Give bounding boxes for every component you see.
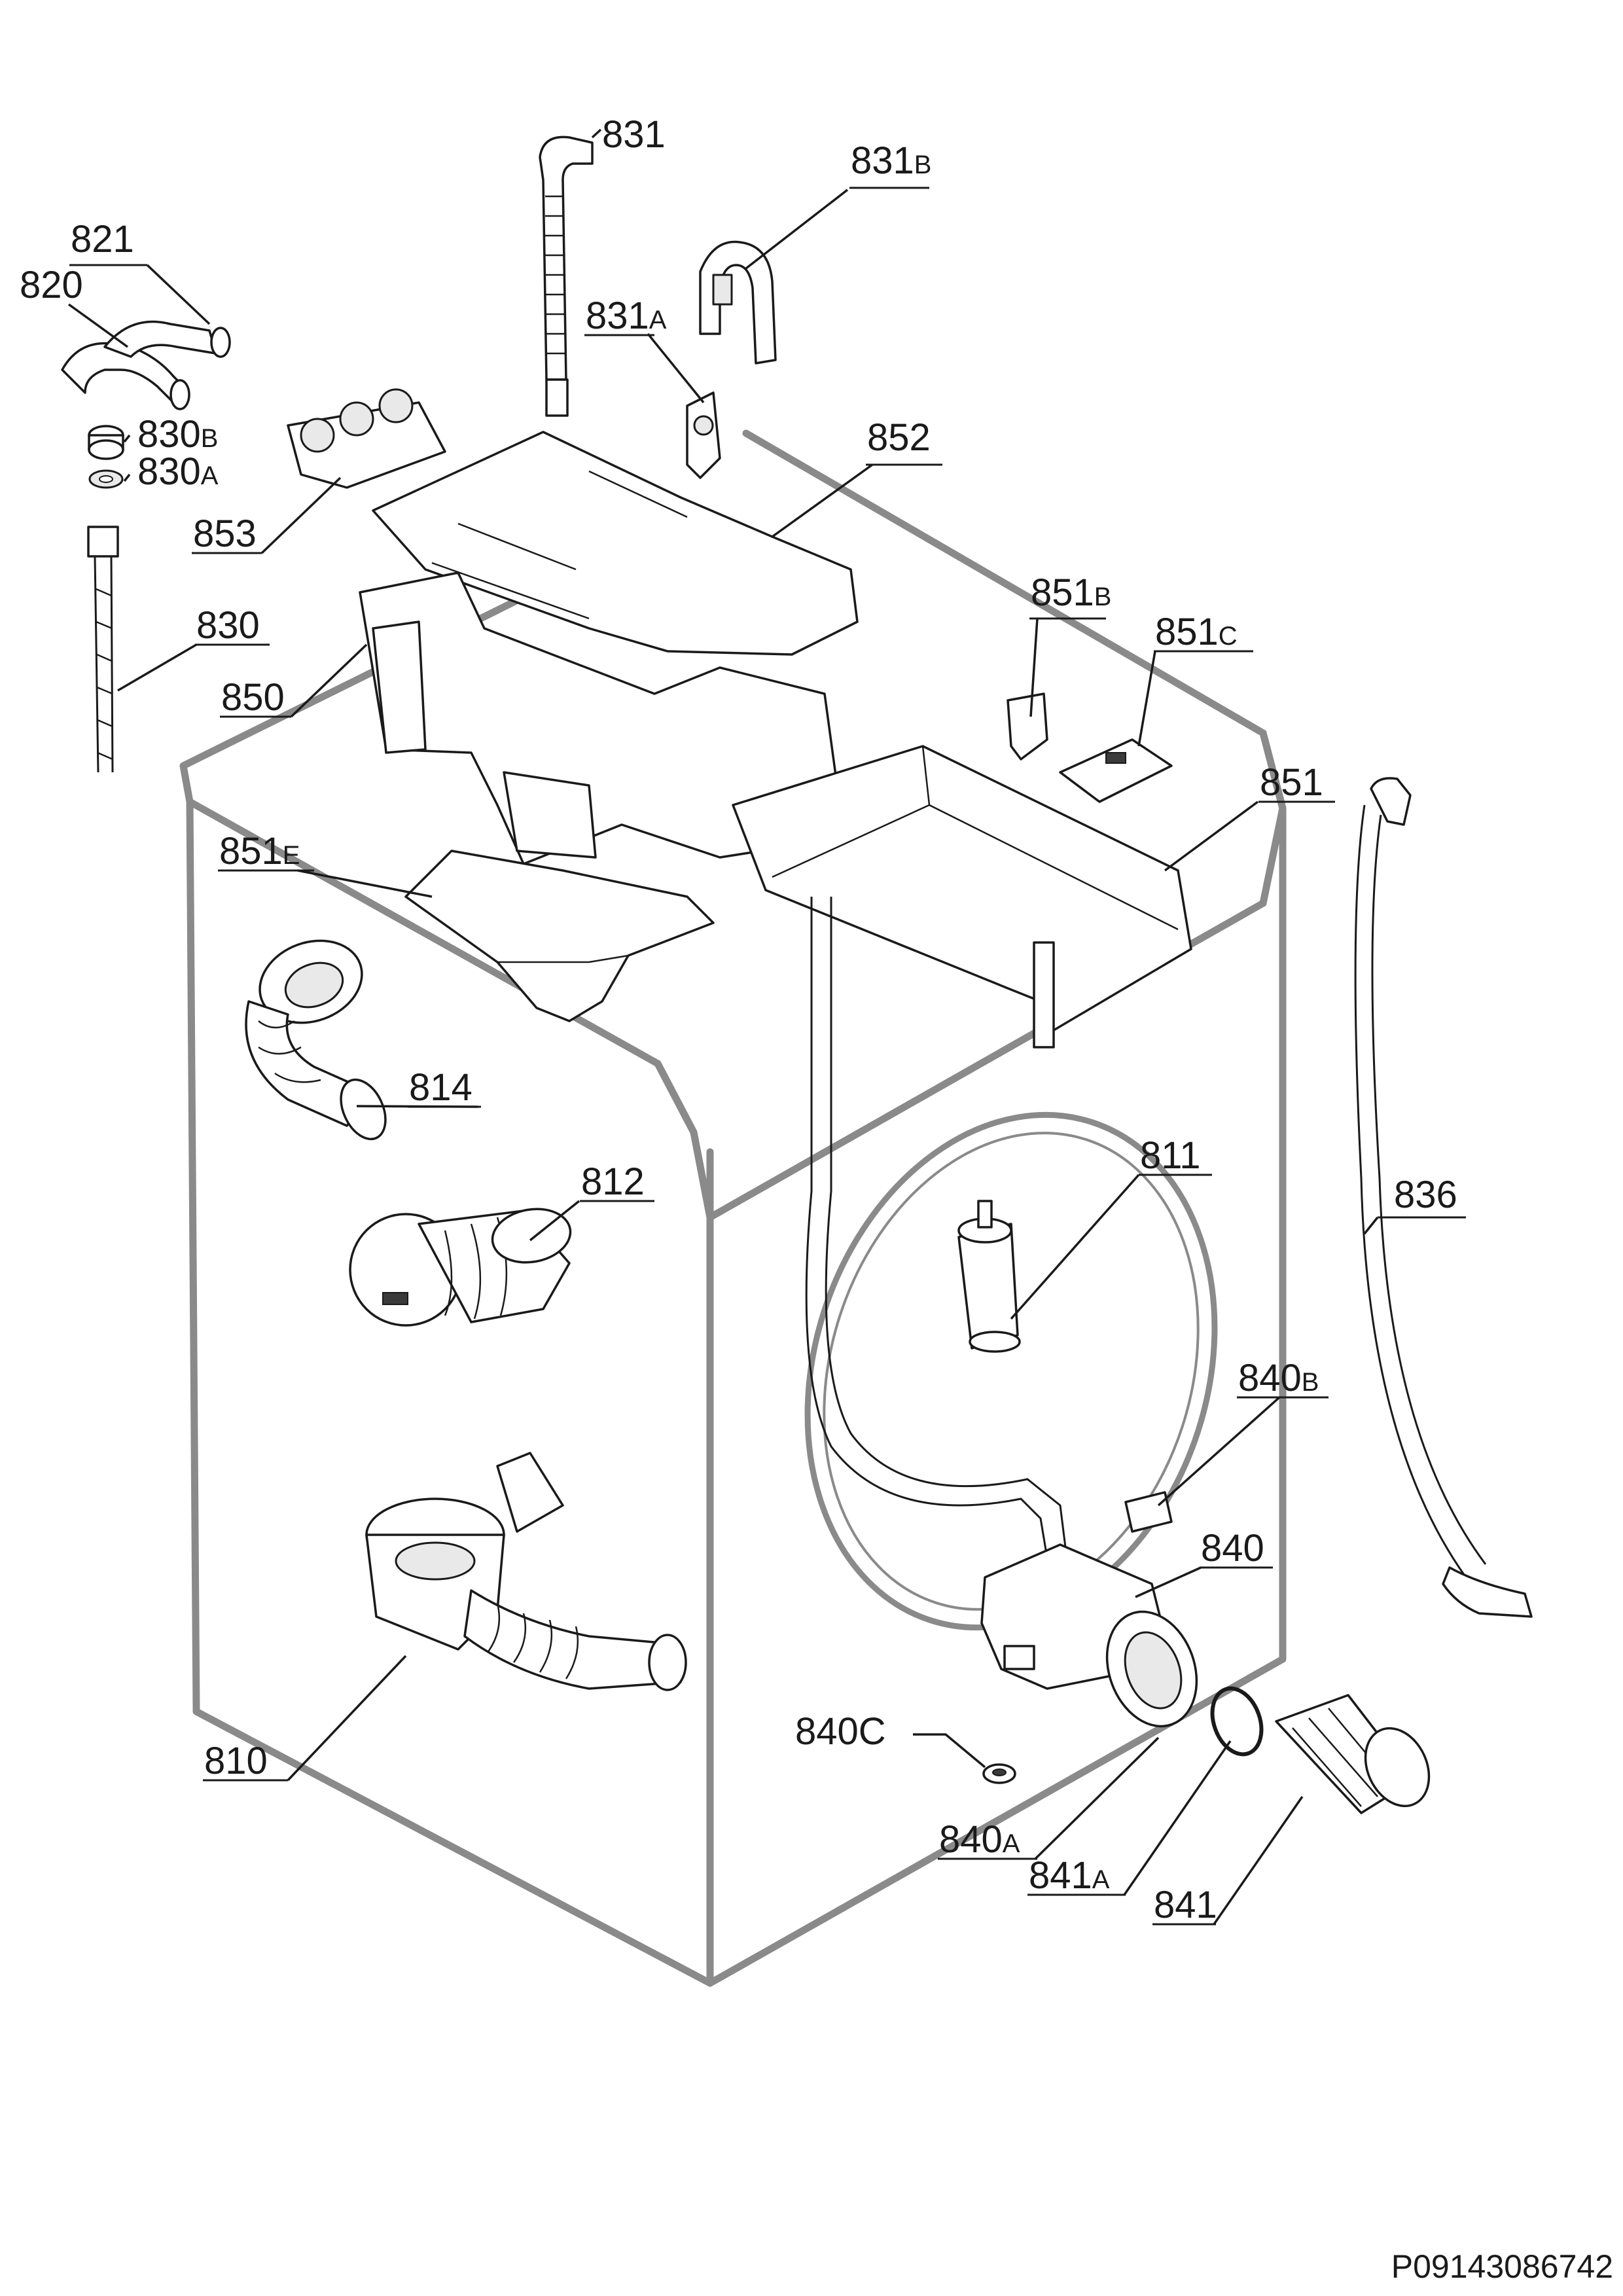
document-id: P09143086742 [1391, 2248, 1613, 2285]
door-seal-ring [804, 1111, 1218, 1631]
callout-814: 814 [409, 1066, 473, 1109]
callout-841: 841 [1154, 1884, 1217, 1926]
callout-821: 821 [71, 218, 134, 260]
callout-831: 831 [602, 113, 666, 156]
internal-drain-hose-outer [825, 897, 1068, 1558]
callout-851B: 851B [1031, 571, 1111, 614]
pump-hose-part [349, 1208, 572, 1327]
long-hose-part [1354, 777, 1533, 1618]
callout-840A: 840A [939, 1818, 1020, 1861]
inlet-hoses-part [61, 320, 231, 410]
pressure-chamber-part [957, 1200, 1021, 1353]
callout-840: 840 [1201, 1527, 1264, 1570]
callout-830B: 830B [137, 413, 218, 456]
callout-851C: 851C [1155, 611, 1238, 653]
callout-836: 836 [1394, 1174, 1457, 1216]
callout-841A: 841A [1029, 1854, 1110, 1897]
hose-bracket-part [686, 391, 721, 479]
drain-pump-part [980, 1543, 1198, 1728]
callout-851E: 851E [219, 830, 300, 872]
callout-840B: 840B [1238, 1357, 1319, 1399]
inlet-valve-part [287, 388, 446, 489]
filter-part [1275, 1694, 1431, 1814]
braided-inlet-hose-part [87, 526, 119, 773]
callout-812: 812 [581, 1160, 645, 1203]
callout-853: 853 [193, 512, 257, 555]
seal-ring-part [1210, 1686, 1264, 1757]
inlet-fittings-part [88, 425, 124, 489]
callout-811: 811 [1140, 1134, 1200, 1177]
callout-850: 850 [221, 676, 285, 719]
damper-block-part [1124, 1491, 1173, 1533]
callout-831A: 831A [586, 295, 667, 337]
detergent-cover-part [1059, 738, 1173, 803]
callout-831B: 831B [851, 139, 931, 182]
bellows-hose-part [245, 939, 387, 1141]
drain-hose-part [539, 135, 594, 417]
sump-hose-part [365, 1452, 687, 1691]
siphon-cap-part [404, 850, 715, 1022]
callout-840C: 840C [795, 1710, 886, 1753]
hose-guide-part [699, 240, 777, 365]
detergent-drawer-part [732, 745, 1192, 1049]
door-seal-ring-inner [823, 1132, 1200, 1611]
callout-830: 830 [196, 604, 260, 647]
callout-852: 852 [867, 416, 931, 459]
rubber-foot-part [982, 1763, 1016, 1784]
callout-labels: 831 831B 831A 821 820 830B 830A 852 853 … [20, 113, 1466, 1926]
callout-830A: 830A [137, 450, 219, 493]
callout-851: 851 [1260, 761, 1323, 804]
switch-part [1007, 692, 1048, 761]
callout-820: 820 [20, 264, 83, 306]
internal-drain-hose [805, 897, 1048, 1558]
cabinet-outline [179, 429, 1287, 1987]
leader-lines [67, 128, 1379, 1925]
callout-810: 810 [204, 1740, 268, 1782]
